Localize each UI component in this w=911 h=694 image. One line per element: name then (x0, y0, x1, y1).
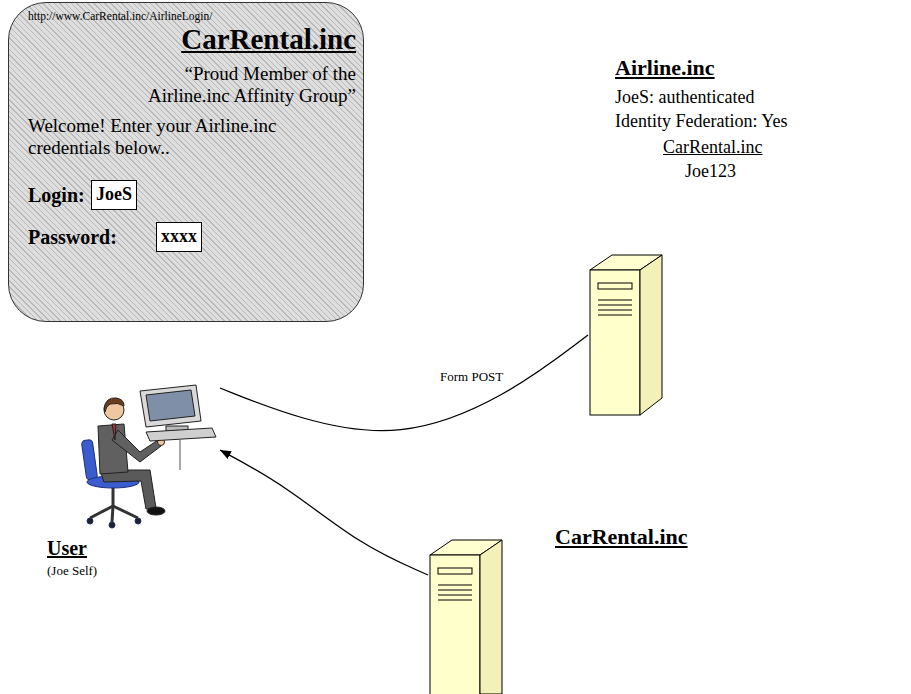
screen (146, 390, 195, 421)
hair (104, 398, 124, 412)
legs (100, 470, 156, 509)
status-line: JoeS: authenticated (615, 87, 754, 108)
server-vent (438, 590, 472, 591)
browser-window: JoeS xxxx http://www.CarRental.inc/Airline… (8, 2, 364, 322)
user-node: User (Joe Self) (40, 380, 220, 585)
chair-leg (113, 506, 138, 518)
server-heading: CarRental.inc (555, 524, 688, 549)
chair-wheel (87, 518, 93, 524)
input-box: JoeS (91, 180, 137, 210)
slogan-text: “Proud Member of the Airline.inc Affinit… (106, 63, 356, 107)
edge-label: Form POST (437, 369, 506, 385)
user-heading: User (47, 537, 87, 560)
url-text: http://www.CarRental.inc/AirlineLogin/ (28, 10, 213, 23)
server-side (640, 255, 662, 415)
field-label: Login: (28, 184, 85, 207)
server-side (480, 540, 502, 694)
airline-server (590, 255, 662, 415)
page-heading: CarRental.inc (109, 23, 356, 56)
server-vent (438, 595, 472, 596)
chair-stem (112, 488, 115, 506)
server-vent (438, 585, 472, 586)
keyboard-desk (146, 428, 216, 441)
server-vent (598, 300, 632, 301)
server-vent (598, 305, 632, 306)
server-vent (598, 315, 632, 316)
chair-wheel (135, 518, 141, 524)
field-label: Password: (28, 226, 117, 249)
shoe (147, 507, 165, 515)
chair-leg (90, 506, 113, 518)
input-box: xxxx (156, 222, 202, 252)
server-drive (598, 283, 632, 289)
connector (220, 450, 428, 575)
input-value: xxxx (161, 226, 197, 247)
connector (220, 335, 588, 431)
tie (112, 424, 116, 440)
desk-leg (180, 440, 181, 470)
server-vent (438, 600, 472, 601)
user-figure (81, 385, 216, 528)
federated-site: CarRental.inc (663, 137, 762, 158)
server-heading: Airline.inc (615, 55, 715, 80)
carrental-server (430, 540, 502, 694)
chair-leg (112, 506, 113, 522)
input-value: JoeS (96, 184, 132, 205)
server-drive (438, 568, 472, 574)
chair-back (81, 439, 97, 480)
status-line: Identity Federation: Yes (615, 111, 788, 132)
airline-server-node: Airline.incJoeS: authenticatedIdentity F… (588, 55, 888, 415)
chair-wheel (109, 522, 115, 528)
user-name: (Joe Self) (47, 564, 97, 579)
server-vent (598, 310, 632, 311)
monitor (140, 385, 201, 427)
computer (140, 385, 216, 470)
federated-id: Joe123 (685, 161, 736, 182)
server-front (590, 270, 640, 415)
carrental-server-node: CarRental.inc (428, 522, 694, 694)
welcome-text: Welcome! Enter your Airline.inc credenti… (28, 115, 338, 159)
server-front (430, 555, 480, 694)
